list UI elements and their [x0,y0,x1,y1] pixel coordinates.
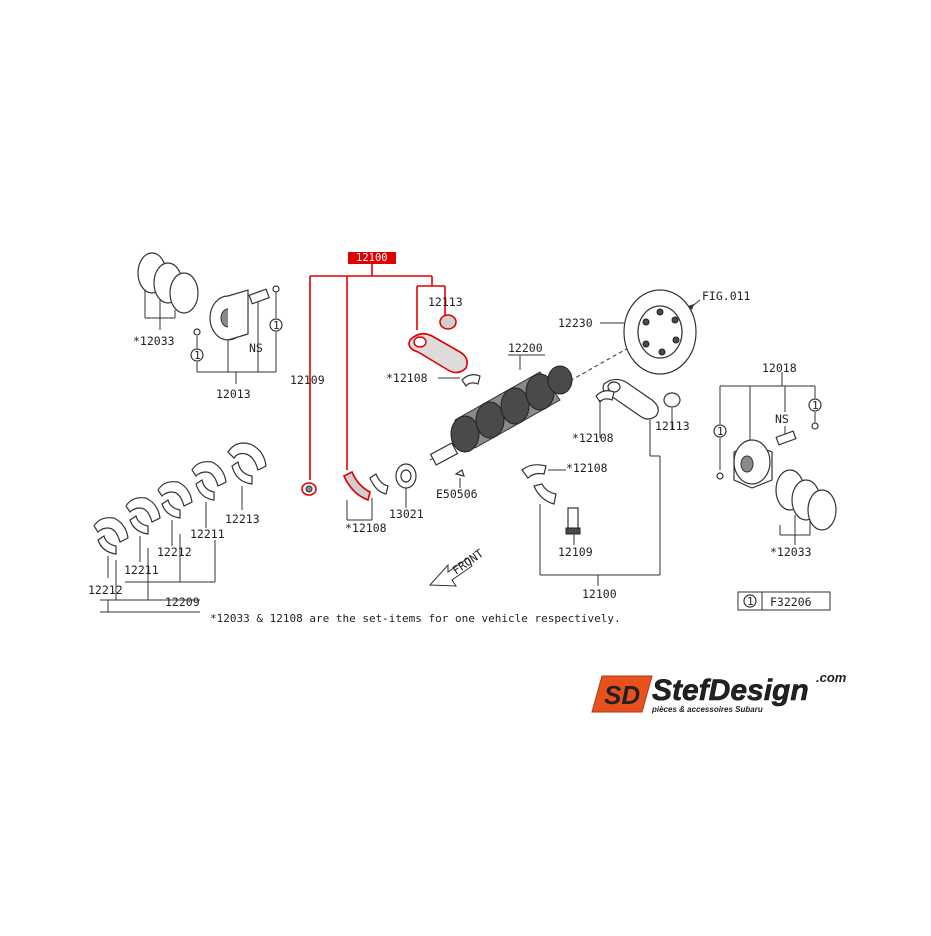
label-12113-top: 12113 [428,295,463,309]
label-12018: 12018 [762,361,797,375]
stefdesign-logo: SD StefDesign .com pièces & accessoires … [591,670,847,714]
highlight-leader-lines [309,264,446,480]
bolt-lower [565,507,581,535]
label-12108-top: *12108 [386,371,428,385]
highlight-bushing [439,314,457,330]
logo-mark [591,675,653,713]
figure-id-code: F32206 [770,595,812,609]
bearing-shell-center [369,473,389,495]
front-arrow [428,557,473,587]
highlight-label-box [348,252,396,264]
logo-name: StefDesign [652,674,809,707]
circle-ref-right-b [808,398,822,412]
label-12200: 12200 [508,341,543,355]
label-12213: 12213 [225,512,260,526]
logo-suffix: .com [816,670,847,685]
piston-left [209,289,249,341]
label-12013: 12013 [216,387,251,401]
label-fig-ref: FIG.011 [702,289,751,303]
figure-id-box [737,591,831,611]
circle-ref-left-a-num: 1 [194,349,201,362]
conrod-right [602,378,681,420]
circlip-left [272,285,280,293]
leader-bottom-group [539,504,660,586]
footnote: *12033 & 12108 are the set-items for one… [210,612,621,625]
label-12033-left: *12033 [133,334,175,348]
piston-rings-left [137,252,199,314]
leader-main-bearings [100,486,243,613]
woodruff-key [454,469,465,477]
drive-plate [623,289,697,375]
logo-mark-text: SD [604,680,640,710]
label-13021: 13021 [389,507,424,521]
highlight-bolt [301,482,317,496]
piston-pin-left [248,288,270,305]
label-12113-right: 12113 [655,419,690,433]
highlight-bearing [342,470,371,502]
circle-ref-right-a-num: 1 [717,425,724,438]
label-12108-mid: *12108 [572,431,614,445]
piston-pin-right [775,430,797,446]
label-ns-right: NS [775,412,789,426]
label-front: FRONT [450,546,486,577]
bearing-shell-right [595,390,615,404]
logo-tagline: pièces & accessoires Subaru [651,705,763,714]
label-12212-a: 12212 [157,545,192,559]
highlight-conrod [408,332,468,374]
circle-ref-left-b [269,318,283,332]
label-12108-bottom: *12108 [345,521,387,535]
label-e50506: E50506 [436,487,478,501]
label-12212-b: 12212 [88,583,123,597]
leader-lines-left-piston [144,290,277,384]
leader-right-conrod [599,400,673,575]
figure-id-circle [743,594,757,608]
oil-seal [395,463,417,489]
label-12108-lower: *12108 [566,461,608,475]
label-12211-b: 12211 [124,563,159,577]
label-12209: 12209 [165,595,200,609]
arrow-fig-ref [688,304,694,310]
circlip-right [811,422,819,430]
figure-id-circle-num: 1 [747,595,754,608]
bearing-shell-lower-b [533,483,557,505]
bearing-shell-top [461,374,481,388]
circle-ref-right-b-num: 1 [812,399,819,412]
circlip-left-2 [193,328,201,336]
label-12109-left: 12109 [290,373,325,387]
label-12109-bottom: 12109 [558,545,593,559]
circle-ref-left-a [190,348,204,362]
circle-ref-right-a [713,424,727,438]
leader-12108-bottom [346,498,373,521]
main-bearings [93,442,267,555]
circle-ref-left-b-num: 1 [273,319,280,332]
label-12100-bottom: 12100 [582,587,617,601]
circlip-right-2 [716,472,724,480]
label-12033-right: *12033 [770,545,812,559]
label-12211-a: 12211 [190,527,225,541]
label-ns-left: NS [249,341,263,355]
piston-rings-right [775,469,837,531]
bearing-shell-lower-a [521,464,547,479]
piston-right [733,439,773,489]
label-12230: 12230 [558,316,593,330]
crankshaft [429,329,661,466]
highlight-label: 12100 [356,252,388,264]
